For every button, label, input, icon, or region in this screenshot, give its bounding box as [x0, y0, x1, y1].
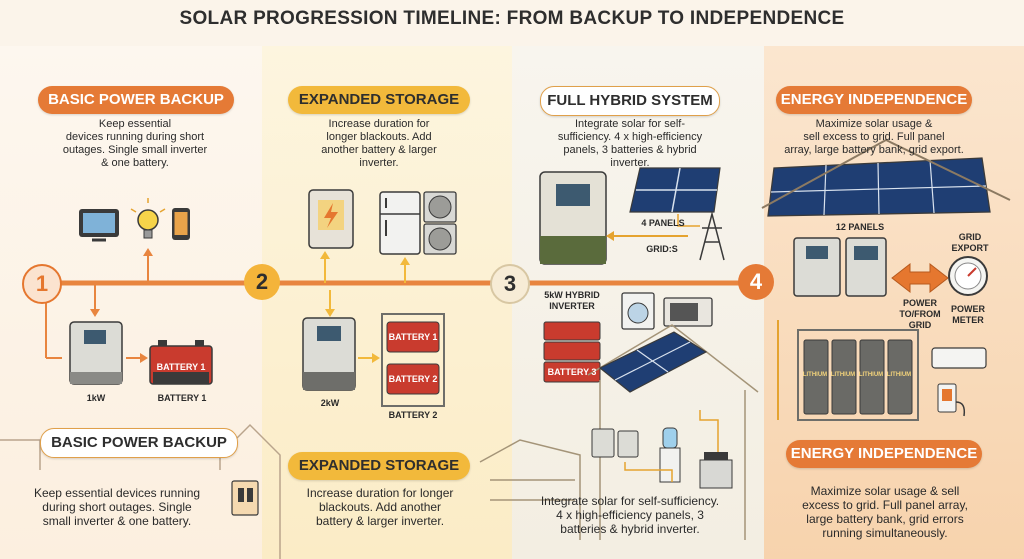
step-1-heading-top: BASIC POWER BACKUP [38, 86, 234, 114]
battery-rack-label-2: BATTERY 2 [388, 374, 438, 384]
inverter-2kw-icon [302, 317, 356, 391]
step-2-heading-top: EXPANDED STORAGE [288, 86, 470, 114]
battery-1-icon [149, 340, 213, 385]
bidirectional-arrow-icon [891, 262, 949, 294]
transmission-tower-icon [699, 211, 725, 261]
step-1-number: 1 [22, 264, 62, 304]
battery-2-label: BATTERY 2 [388, 410, 438, 420]
hybrid-inverter-label-line2: INVERTER [549, 301, 595, 311]
step-1-heading-bottom: BASIC POWER BACKUP [40, 428, 238, 458]
battery-stack-3-icon [543, 321, 601, 383]
step-4-number: 4 [738, 264, 774, 300]
power-meter-label-line2: METER [952, 315, 984, 325]
inverter-1kw-icon [69, 321, 123, 385]
microwave-icon [663, 297, 713, 327]
house-outline-3 [479, 324, 759, 540]
battery-rack-icon [381, 313, 445, 407]
panels-12-label: 12 PANELS [835, 222, 885, 232]
grid-export-label-line2: EXPORT [951, 243, 989, 253]
step-3-number: 3 [490, 264, 530, 304]
air-conditioner-icon [931, 347, 987, 369]
step-4-heading-top: ENERGY INDEPENDENCE [776, 86, 972, 114]
step-4-panel [764, 46, 1024, 559]
water-cooler-icon [659, 427, 681, 483]
hybrid-inverter-icon [539, 171, 607, 265]
step-2-heading-bottom: EXPANDED STORAGE [288, 452, 470, 480]
power-grid-label-line1: POWER [902, 298, 937, 308]
page-title: SOLAR PROGRESSION TIMELINE: FROM BACKUP … [179, 8, 845, 29]
washing-machine-icon [621, 292, 655, 330]
battery-3-box-label: BATTERY 3 [547, 367, 597, 377]
battery-rack-label-1: BATTERY 1 [388, 332, 438, 342]
refrigerator-icon [379, 191, 421, 255]
battery-cell-label-2: LITHIUM [830, 372, 856, 378]
tv-icon [79, 209, 119, 242]
wall-switch-icon [231, 480, 259, 516]
power-meter-label-line1: POWER [950, 304, 985, 314]
power-meter-icon [948, 256, 988, 296]
step-3-description-top: Integrate solar for self- sufficiency. 4… [557, 118, 703, 169]
battery-1-box-label: BATTERY 1 [156, 362, 206, 372]
grid-label: GRID:S [646, 244, 678, 254]
inverter-4b-icon [845, 237, 887, 297]
ev-charger-icon [937, 383, 966, 417]
battery-cell-label-1: LITHIUM [802, 372, 828, 378]
panels-4-label: 4 PANELS [641, 218, 685, 228]
step-3-description-bottom: Integrate solar for self-sufficiency. 4 … [540, 494, 720, 536]
inverter-2kw-label: 2kW [320, 398, 340, 408]
battery-cell-label-4: LITHIUM [886, 372, 912, 378]
step-1-description-top: Keep essential devices running during sh… [62, 118, 208, 169]
roof-solar-panels-icon [598, 331, 708, 393]
step-1-description-bottom: Keep essential devices running during sh… [33, 486, 201, 528]
step-4-description-top: Maximize solar usage & sell excess to gr… [784, 118, 964, 156]
house-inverter-icon [591, 428, 639, 458]
hybrid-inverter-label-line1: 5kW HYBRID [544, 290, 600, 300]
stove-icon [699, 452, 733, 489]
inverter-panel-icon [308, 189, 354, 249]
inverter-4a-icon [793, 237, 841, 297]
fan-icon [423, 191, 457, 255]
power-grid-label-line3: GRID [908, 320, 932, 330]
inverter-1kw-label: 1kW [86, 393, 106, 403]
step-2-number: 2 [244, 264, 280, 300]
step-2-description-bottom: Increase duration for longer blackouts. … [306, 486, 454, 528]
step-3-heading-top: FULL HYBRID SYSTEM [540, 86, 720, 116]
battery-cell-label-3: LITHIUM [858, 372, 884, 378]
grid-export-label-line1: GRID [958, 232, 982, 242]
power-grid-label-line2: TO/FROM [899, 309, 941, 319]
step-4-heading-bottom: ENERGY INDEPENDENCE [786, 440, 982, 468]
lightbulb-icon [130, 198, 166, 239]
battery-1-label: BATTERY 1 [157, 393, 207, 403]
smartphone-icon [172, 208, 190, 240]
step-2-description-top: Increase duration for longer blackouts. … [321, 118, 437, 169]
solar-panels-4-icon [629, 167, 721, 213]
step-4-description-bottom: Maximize solar usage & sell excess to gr… [802, 484, 968, 540]
battery-bank-icon [797, 329, 919, 421]
